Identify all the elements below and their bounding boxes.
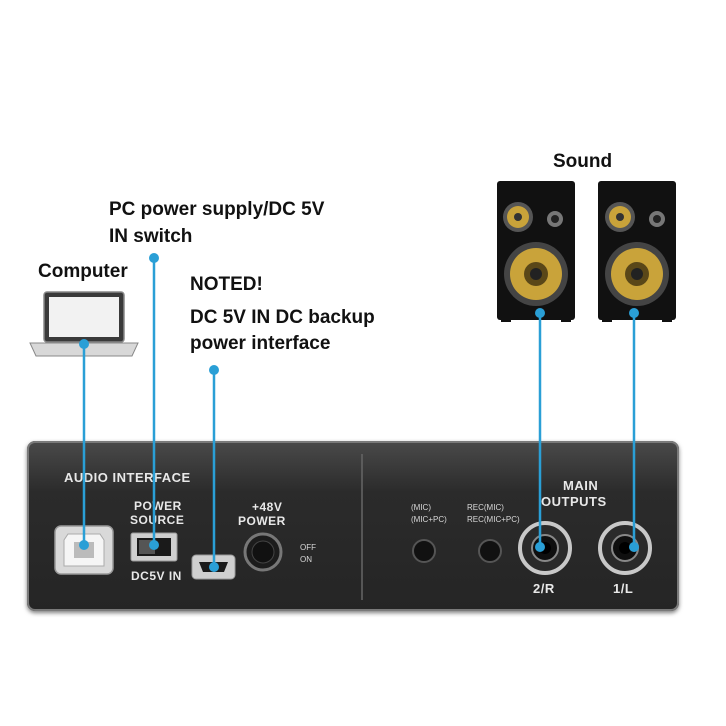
monitor-mic-label: (MIC) — [411, 503, 431, 512]
phantom-power-label-line2: POWER — [238, 514, 286, 528]
noted-title: NOTED! — [190, 274, 263, 295]
monitor-mic-pc-label: (MIC+PC) — [411, 515, 447, 524]
output-left-label: 1/L — [613, 581, 634, 596]
rec-mic-label: REC(MIC) — [467, 503, 504, 512]
rec-mic-pc-label: REC(MIC+PC) — [467, 515, 520, 524]
main-outputs-label-line1: MAIN — [563, 478, 599, 493]
phantom-off-label: OFF — [300, 543, 316, 552]
dc5v-in-label: DC5V IN — [131, 569, 182, 583]
noted-line2: power interface — [190, 333, 331, 354]
pc-power-label-line2: IN switch — [109, 226, 193, 247]
audio-interface-title: AUDIO INTERFACE — [64, 470, 191, 485]
power-source-label-line1: POWER — [134, 499, 182, 513]
noted-line1: DC 5V IN DC backup — [190, 307, 375, 328]
sound-label: Sound — [553, 151, 613, 172]
computer-label: Computer — [38, 261, 128, 282]
phantom-power-label-line1: +48V — [252, 500, 283, 514]
phantom-on-label: ON — [300, 555, 312, 564]
power-source-label-line2: SOURCE — [130, 513, 185, 527]
output-right-label: 2/R — [533, 581, 555, 596]
main-outputs-label-line2: OUTPUTS — [541, 494, 607, 509]
pc-power-label-line1: PC power supply/DC 5V — [109, 199, 325, 220]
audio-interface-rear-panel — [27, 441, 679, 611]
